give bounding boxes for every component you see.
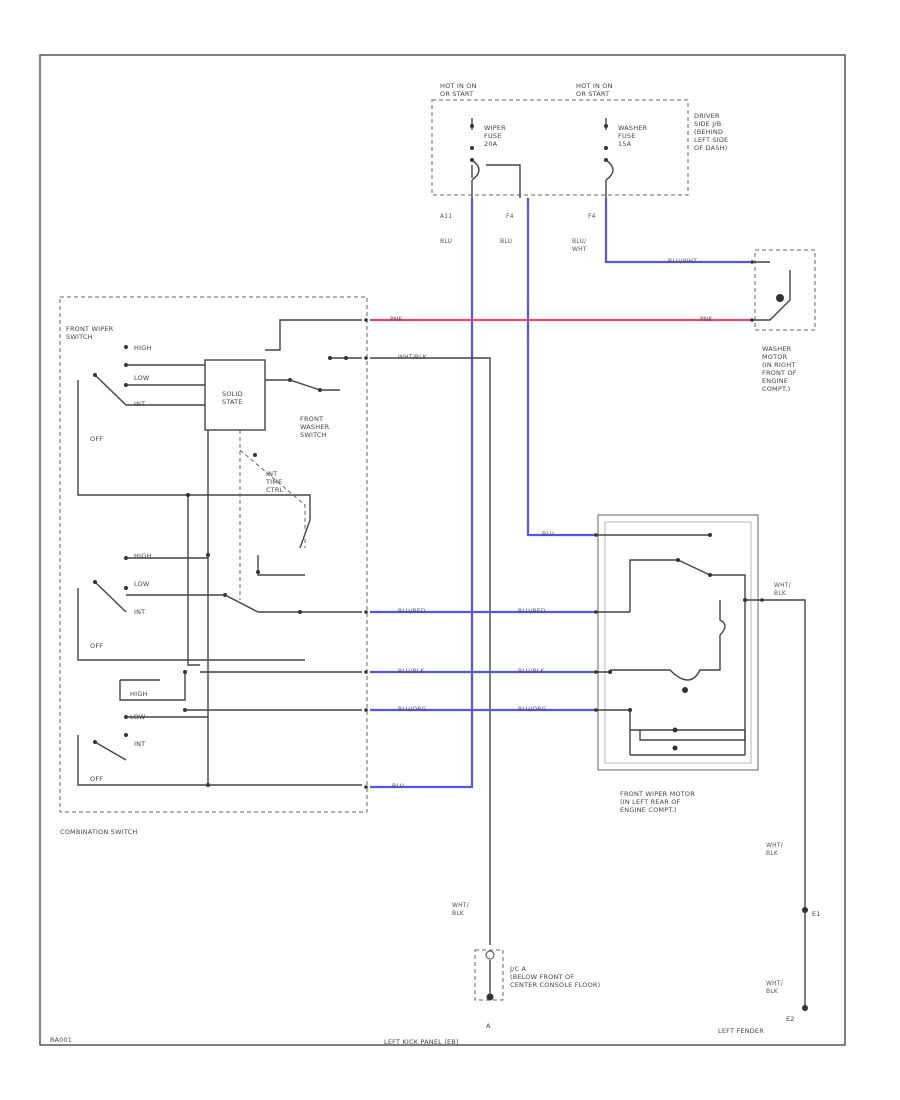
label-ground-a: A: [486, 1022, 491, 1030]
wire-blu-blk-2: BLU/BLK: [518, 668, 545, 675]
switch-pos-high-2: HIGH: [134, 552, 152, 560]
wire-f4-b: F4: [588, 213, 596, 220]
switch-pos-off-3: OFF: [90, 775, 104, 783]
blu-wire-motor: [526, 198, 598, 537]
connector-markers: [364, 260, 764, 789]
switch-pos-int-1: INT: [134, 400, 146, 408]
label-hot-in-on-2: HOT IN ON OR START: [576, 82, 613, 98]
front-wiper-switch-middle: [77, 555, 362, 661]
wire-wht-blk-e1: WHT/ BLK: [766, 842, 783, 857]
wire-blu-wht: BLU/ WHT: [572, 238, 587, 253]
wire-pnk-2: PNK: [700, 316, 713, 323]
switch-pos-high-3: HIGH: [130, 690, 148, 698]
front-washer-switch: [265, 319, 362, 392]
front-wiper-switch-upper: [77, 345, 311, 549]
washer-motor-outline: [754, 249, 816, 331]
switch-pos-low-3: LOW: [130, 713, 146, 721]
front-wiper-switch-lower: [77, 670, 362, 786]
label-e1: E1: [812, 910, 821, 918]
label-hot-in-on-1: HOT IN ON OR START: [440, 82, 477, 98]
label-e2: E2: [786, 1015, 795, 1023]
solid-state-module: [204, 359, 266, 431]
wire-blu-wht-2: BLU/WHT: [668, 258, 698, 265]
label-front-wiper-motor: FRONT WIPER MOTOR (IN LEFT REAR OF ENGIN…: [620, 790, 695, 814]
switch-pos-int-2: INT: [134, 608, 146, 616]
switch-pos-low-1: LOW: [134, 374, 150, 382]
wht-blk-wire-washer: [370, 357, 491, 945]
wire-wht-blk-switch: WHT/BLK: [398, 354, 427, 361]
front-wiper-motor-outline: [597, 514, 759, 771]
label-front-wiper-switch: FRONT WIPER SWITCH: [66, 325, 114, 341]
wire-blu-2: BLU: [500, 238, 513, 245]
wire-blu-red-1: BLU/RED: [398, 608, 426, 615]
label-int-time: INT TIME CTRL: [266, 470, 284, 494]
label-front-washer-switch: FRONT WASHER SWITCH: [300, 415, 330, 439]
wire-wht-blk-jc: WHT/ BLK: [452, 902, 469, 917]
switch-pos-high-1: HIGH: [134, 344, 152, 352]
label-combination-switch: COMBINATION SWITCH: [60, 828, 138, 836]
combination-switch-outline: [59, 296, 368, 813]
label-fuse-location: DRIVER SIDE J/B (BEHIND LEFT SIDE OF DAS…: [694, 112, 729, 152]
wht-blk-wire-motor-ground: [760, 599, 806, 1010]
label-solid-state: SOLID STATE: [222, 390, 243, 406]
label-footer: RA001: [50, 1036, 73, 1044]
wire-pnk-1: PNK: [390, 316, 403, 323]
wire-wht-blk-motor: WHT/ BLK: [774, 582, 791, 597]
label-j-c: J/C A (BELOW FRONT OF CENTER CONSOLE FLO…: [510, 965, 601, 989]
diagram-frame: [39, 54, 846, 1046]
wire-blu-blk-1: BLU/BLK: [398, 668, 425, 675]
fuse-box-outline: [431, 99, 689, 196]
wire-wht-blk-e2: WHT/ BLK: [766, 980, 783, 995]
blu-wht-wire: [604, 198, 750, 264]
switch-pos-int-3: INT: [134, 740, 146, 748]
switch-pos-off-2: OFF: [90, 642, 104, 650]
wire-blu-1: BLU: [440, 238, 453, 245]
label-left-fender: LEFT FENDER: [718, 1027, 764, 1035]
blu-wire-main: [370, 198, 474, 789]
label-washer-fuse: WASHER FUSE 15A: [618, 124, 648, 148]
wire-blu-red-2: BLU/RED: [518, 608, 546, 615]
front-wiper-motor-internal: [598, 533, 760, 756]
wire-blu-3: BLU: [542, 531, 555, 538]
label-wiper-fuse: WIPER FUSE 20A: [484, 124, 506, 148]
wiper-fuse: [470, 118, 480, 181]
label-left-kick-panel: LEFT KICK PANEL (EB): [384, 1038, 459, 1046]
wire-f4-a: F4: [506, 213, 514, 220]
wire-a11: A11: [440, 213, 453, 220]
wire-blu-org-1: BLU/ORG: [398, 706, 427, 713]
wire-blu-org-2: BLU/ORG: [518, 706, 547, 713]
switch-pos-low-2: LOW: [134, 580, 150, 588]
wire-blu-4: BLU: [392, 783, 405, 790]
label-washer-motor: WASHER MOTOR (IN RIGHT FRONT OF ENGINE C…: [762, 345, 797, 393]
washer-fuse: [604, 118, 614, 181]
switch-pos-off-1: OFF: [90, 435, 104, 443]
